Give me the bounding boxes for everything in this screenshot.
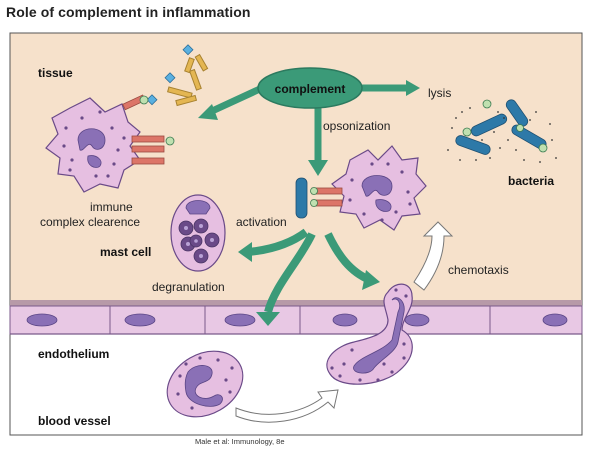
figure-title: Role of complement in inflammation [6,4,251,20]
tissue-label: tissue [38,66,73,80]
activation-label: activation [236,215,287,229]
immune-label-line2: complex clearence [40,215,140,229]
migrating-cell [326,283,413,385]
chemotaxis-arrow [413,221,454,291]
arrow-to-endothelium [264,232,316,314]
mast-cell-label: mast cell [100,245,151,259]
blood-vessel-label: blood vessel [38,414,111,428]
phagocyte-left [45,94,175,193]
arrow-to-mast-cell [247,228,309,256]
chemotaxis-label: chemotaxis [448,263,509,277]
antigen-icon [146,44,194,106]
opsonization-label: opsonization [323,119,390,133]
lysis-debris [447,107,557,163]
bacteria-complement-dots [462,99,548,153]
figure-caption: Male et al: Immunology, 8e [195,437,285,446]
immune-label-line1: immune [90,200,133,214]
blood-vessel-cell [166,350,244,418]
migration-arrow [235,389,339,423]
mast-cell [170,194,226,272]
phagocyte-right [295,145,427,231]
complement-node [257,67,363,109]
endothelium-layer [9,300,583,335]
complement-label: complement [275,82,346,96]
figure-frame [9,32,583,436]
lysis-label: lysis [428,86,451,100]
endothelium-label: endothelium [38,347,109,361]
bacteria-label: bacteria [508,174,554,188]
arrow-to-immune-complex [208,84,264,116]
antibody-icon [167,53,209,107]
degranulation-label: degranulation [152,280,225,294]
